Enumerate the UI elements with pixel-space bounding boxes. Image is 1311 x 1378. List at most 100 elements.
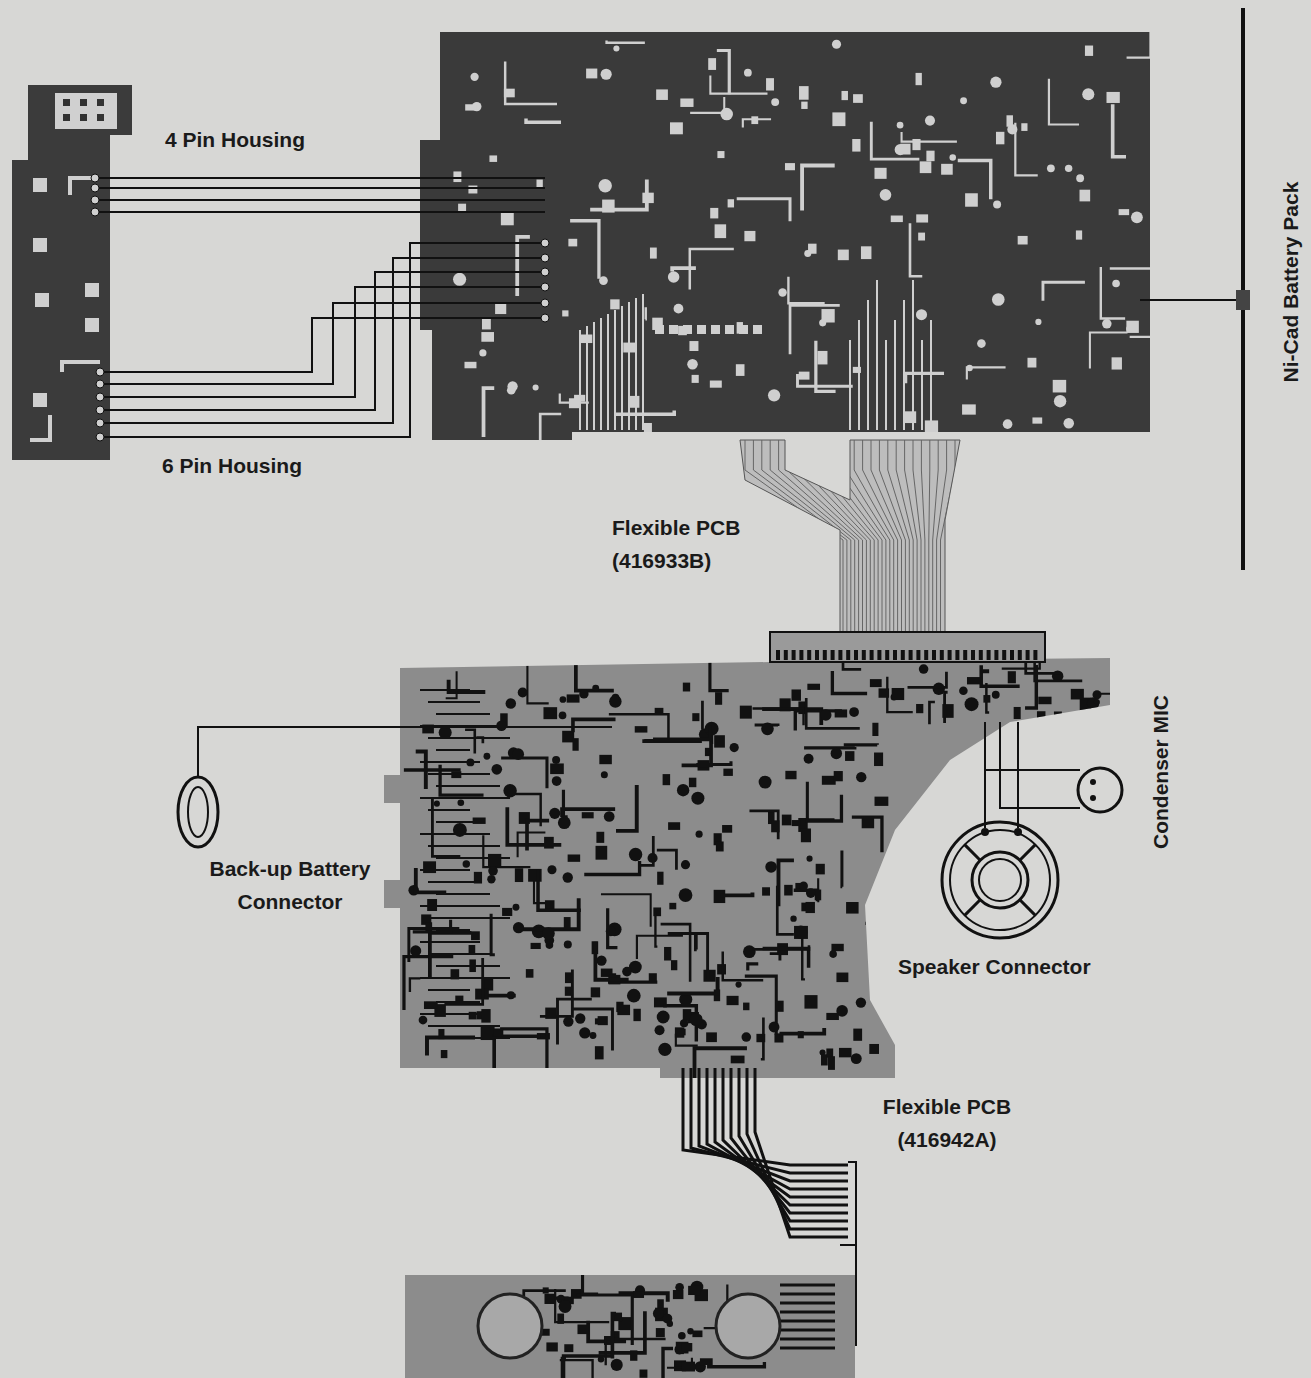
- harness-wire: [95, 199, 545, 201]
- connector-pin: [862, 650, 866, 660]
- pad: [790, 915, 796, 921]
- pcb-trace: [690, 249, 734, 290]
- pad: [960, 97, 967, 104]
- pad: [507, 991, 515, 999]
- pcb-trace: [420, 1013, 490, 1015]
- pad: [715, 224, 727, 238]
- part-label: Flexible PCB (416933B): [612, 511, 782, 577]
- pad: [1018, 236, 1028, 245]
- pin-hole: [97, 99, 104, 106]
- pcb-trace: [903, 300, 905, 430]
- pad: [1112, 280, 1120, 288]
- pcb-trace: [929, 702, 934, 724]
- harness-wire: [100, 303, 545, 384]
- solder-point: [96, 393, 104, 401]
- pcb-trace: [563, 1359, 566, 1378]
- pcb-trace: [484, 388, 495, 437]
- pcb-trace: [644, 307, 647, 319]
- pad: [526, 969, 534, 978]
- connector-pin: [940, 650, 944, 660]
- harness-wires: [91, 174, 549, 441]
- flex-trace: [879, 440, 905, 632]
- connector-pin: [955, 650, 959, 660]
- pad: [690, 1013, 703, 1026]
- main-pcb-detail: [453, 17, 1183, 456]
- pad: [564, 917, 571, 929]
- pad: [874, 753, 883, 767]
- pad: [664, 947, 671, 961]
- pcb-trace: [707, 1362, 764, 1367]
- pad: [565, 972, 572, 983]
- pcb-trace: [420, 941, 480, 943]
- speaker-spoke: [965, 900, 981, 916]
- lower-pcb-detail: [404, 627, 1154, 1091]
- pad: [673, 1290, 684, 1299]
- pcb-trace: [635, 298, 637, 430]
- pcb-trace: [710, 76, 767, 94]
- pad: [658, 1043, 671, 1056]
- pad: [515, 868, 523, 882]
- pcb-trace: [420, 869, 470, 871]
- speaker: [972, 852, 1028, 908]
- flex-trace: [888, 440, 910, 632]
- pad: [731, 1056, 745, 1064]
- pad: [622, 967, 632, 977]
- pad: [992, 691, 1000, 699]
- pcb-trace: [30, 415, 50, 440]
- pcb-trace: [436, 1037, 510, 1039]
- connector-pin: [932, 650, 936, 660]
- pad: [575, 1013, 585, 1023]
- pad: [806, 856, 812, 862]
- part-label: Speaker Connector: [898, 950, 1091, 983]
- connector-pin: [1018, 650, 1022, 660]
- pad: [832, 112, 845, 126]
- pad: [617, 1005, 630, 1015]
- pad: [434, 801, 440, 807]
- pad: [425, 922, 432, 931]
- pad: [649, 973, 657, 982]
- pad: [504, 89, 515, 98]
- pad: [1054, 711, 1062, 722]
- pad: [558, 816, 571, 829]
- pad: [683, 683, 690, 692]
- pcb-trace: [780, 1302, 835, 1305]
- pad: [723, 769, 732, 776]
- pad: [689, 778, 696, 788]
- pad: [711, 325, 720, 334]
- pcb-trace: [667, 977, 717, 994]
- pcb-trace: [444, 958, 482, 1004]
- pad: [543, 707, 557, 719]
- pad: [845, 751, 854, 761]
- pcb-trace: [416, 752, 426, 789]
- connector-pin: [994, 650, 998, 660]
- solder-point: [91, 208, 99, 216]
- pcb-trace: [527, 663, 548, 703]
- pad: [692, 713, 699, 721]
- label-holder: Flexible PCB (416942A): [862, 1090, 1032, 1156]
- pcb-trace: [505, 61, 557, 104]
- pcb-trace: [737, 199, 790, 221]
- solder-point: [96, 433, 104, 441]
- pcb-trace: [593, 322, 595, 430]
- flex-trace: [837, 440, 886, 632]
- pad: [503, 784, 516, 797]
- pad: [1047, 164, 1055, 172]
- pcb-trace: [1099, 645, 1141, 694]
- pad: [512, 748, 524, 760]
- pad: [640, 1370, 648, 1378]
- pcb-trace: [806, 698, 860, 728]
- pad: [560, 696, 567, 703]
- pcb-trace: [958, 161, 991, 200]
- pad: [916, 309, 927, 320]
- pcb-trace: [577, 1295, 632, 1345]
- pcb-trace: [908, 672, 947, 688]
- pad: [518, 688, 528, 698]
- pad: [531, 943, 541, 949]
- pcb-trace: [871, 122, 919, 159]
- pad: [546, 1342, 557, 1351]
- pad: [550, 763, 564, 774]
- pad: [769, 1022, 780, 1033]
- pad: [681, 860, 690, 869]
- small-pcb: [12, 85, 132, 460]
